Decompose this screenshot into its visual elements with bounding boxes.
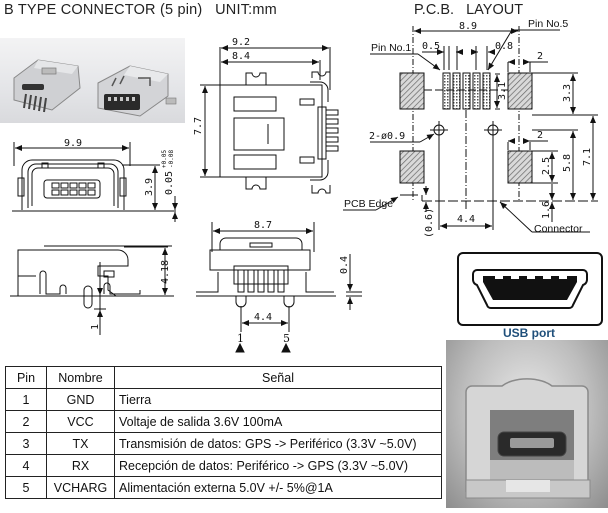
page-title: B TYPE CONNECTOR (5 pin) UNIT:mm bbox=[4, 2, 277, 18]
usb-port-photo bbox=[446, 340, 608, 508]
connector-left-image bbox=[13, 59, 81, 113]
dim-4-4-bottom: 4.4 bbox=[254, 312, 272, 323]
bottom-body bbox=[209, 249, 311, 271]
pin-name: RX bbox=[46, 454, 115, 477]
pcb-signal-pads bbox=[442, 72, 491, 110]
pin-signal: Voltaje de salida 3.6V 100mA bbox=[114, 410, 442, 433]
pin5-marker-icon bbox=[281, 342, 291, 353]
dim-0-5: 0.5 bbox=[422, 41, 440, 52]
pin-number: 5 bbox=[5, 476, 47, 499]
pcb-layout bbox=[343, 26, 598, 233]
header-senal: Señal bbox=[114, 366, 442, 389]
pin-number: 2 bbox=[5, 410, 47, 433]
front-view bbox=[12, 142, 178, 222]
header-pin: Pin bbox=[5, 366, 47, 389]
connector-photo bbox=[0, 38, 185, 123]
pin-name: VCC bbox=[46, 410, 115, 433]
usb-port-photo-drawing bbox=[465, 378, 591, 499]
usb-port-outline-icon bbox=[472, 269, 588, 309]
table-row: 4 RX Recepción de datos: Periférico -> G… bbox=[5, 454, 442, 477]
pcb-pad-bottom-right bbox=[507, 150, 533, 184]
top-view bbox=[200, 45, 339, 194]
dim-0-4: 0.4 bbox=[339, 256, 350, 274]
technical-drawing: 9.2 8.4 7.7 9.9 3.9 0.05 +0.05 -0.08 bbox=[10, 18, 598, 353]
pin-number: 1 bbox=[5, 388, 47, 411]
pin-name: VCHARG bbox=[46, 476, 115, 499]
dim-3-1: 3.1 bbox=[497, 82, 508, 100]
label-pcb-edge: PCB Edge bbox=[344, 198, 393, 210]
dim-9-9: 9.9 bbox=[64, 138, 82, 149]
dim-2-bottom: 2 bbox=[537, 130, 543, 141]
dim-1-6: 1.6 bbox=[541, 201, 552, 219]
dim-9-2: 9.2 bbox=[232, 37, 250, 48]
dim-0-6: (0.6) bbox=[424, 208, 435, 238]
pin-table: Pin Nombre Señal 1 GND Tierra 2 VCC Volt… bbox=[5, 366, 442, 499]
dim-7-7: 7.7 bbox=[193, 117, 204, 135]
pin1-marker-icon bbox=[235, 342, 245, 353]
usb-port-diagram bbox=[457, 252, 603, 326]
pin-signal: Recepción de datos: Periférico -> GPS (3… bbox=[114, 454, 442, 477]
pcb-layout-title: P.C.B. LAYOUT bbox=[414, 2, 524, 18]
pin-marker-1: 1 bbox=[237, 332, 244, 345]
front-outer-shell bbox=[21, 159, 125, 210]
pin-leads bbox=[325, 109, 339, 152]
connector-photo-drawing bbox=[13, 59, 177, 117]
dim-2-5: 2.5 bbox=[541, 157, 552, 175]
bottom-spring bbox=[233, 154, 277, 170]
pin-signal: Transmisión de datos: GPS -> Periférico … bbox=[114, 432, 442, 455]
connector-right-image bbox=[97, 65, 177, 117]
side-body bbox=[17, 249, 129, 297]
receptacle-opening bbox=[43, 179, 101, 199]
pin-marker-5: 5 bbox=[283, 332, 290, 345]
dim-7-1: 7.1 bbox=[582, 148, 593, 166]
top-view-body bbox=[219, 84, 323, 178]
tol-minus: -0.08 bbox=[168, 150, 175, 168]
dim-8-9: 8.9 bbox=[459, 21, 477, 32]
pin-name: GND bbox=[46, 388, 115, 411]
dim-2-top: 2 bbox=[537, 51, 543, 62]
header-nombre: Nombre bbox=[46, 366, 115, 389]
dim-8-7: 8.7 bbox=[254, 220, 272, 231]
dim-4-18: 4.18 bbox=[160, 260, 171, 284]
label-holes: 2-ø0.9 bbox=[369, 131, 405, 142]
table-row: 1 GND Tierra bbox=[5, 388, 442, 411]
dim-0-8: 0.8 bbox=[495, 41, 513, 52]
dim-3-3: 3.3 bbox=[562, 84, 573, 102]
dim-3-9: 3.9 bbox=[144, 178, 155, 196]
side-view bbox=[10, 245, 174, 335]
top-spring bbox=[233, 96, 277, 112]
bottom-tab bbox=[245, 177, 267, 190]
tol-plus: +0.05 bbox=[161, 150, 168, 168]
pin-number: 3 bbox=[5, 432, 47, 455]
table-row: 3 TX Transmisión de datos: GPS -> Perifé… bbox=[5, 432, 442, 455]
pin-name: TX bbox=[46, 432, 115, 455]
table-row: 2 VCC Voltaje de salida 3.6V 100mA bbox=[5, 410, 442, 433]
bottom-view bbox=[196, 222, 362, 353]
center-tongue bbox=[233, 117, 285, 151]
usb-port-caption: USB port bbox=[503, 326, 555, 340]
pin-table-header: Pin Nombre Señal bbox=[5, 366, 442, 389]
label-connector: Connector bbox=[534, 223, 583, 235]
dim-5-8: 5.8 bbox=[562, 154, 573, 172]
dim-4-4-pcb: 4.4 bbox=[457, 214, 475, 225]
front-contacts bbox=[51, 182, 96, 196]
bottom-pins bbox=[237, 269, 285, 293]
dim-1: 1 bbox=[90, 324, 101, 330]
pin-signal: Tierra bbox=[114, 388, 442, 411]
label-pin-no-1: Pin No.1 bbox=[371, 42, 411, 54]
pcb-pad-top-left bbox=[399, 72, 425, 110]
pin-number: 4 bbox=[5, 454, 47, 477]
top-tab bbox=[245, 72, 267, 85]
label-pin-no-5: Pin No.5 bbox=[528, 18, 568, 30]
table-row: 5 VCHARG Alimentación externa 5.0V +/- 5… bbox=[5, 476, 442, 499]
pin-signal: Alimentación externa 5.0V +/- 5%@1A bbox=[114, 476, 442, 499]
dim-8-4: 8.4 bbox=[232, 51, 250, 62]
pcb-pad-top-right bbox=[507, 72, 533, 110]
dim-0-05: 0.05 bbox=[164, 171, 175, 195]
pcb-pad-bottom-left bbox=[399, 150, 425, 184]
